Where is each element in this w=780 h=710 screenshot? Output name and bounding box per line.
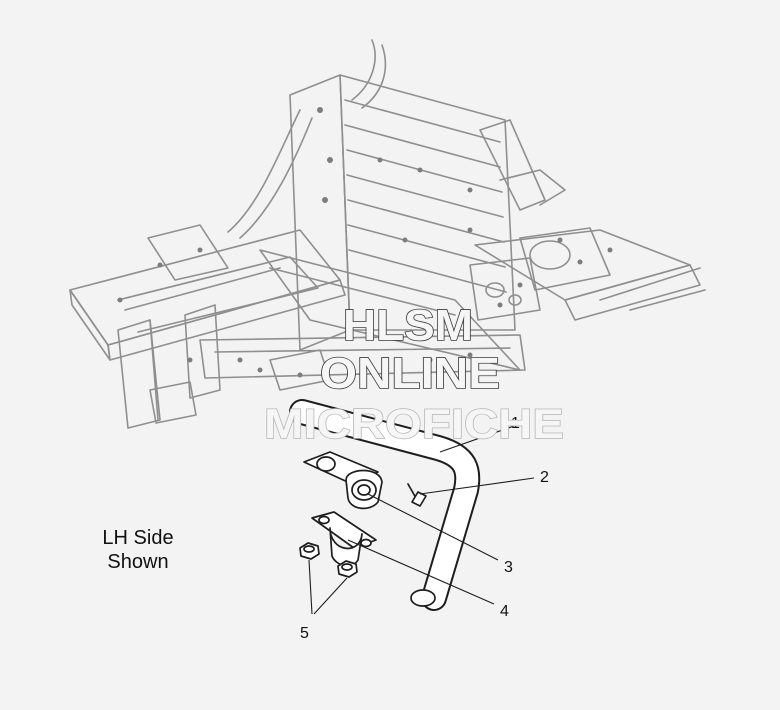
callout-4: 4 [500, 603, 509, 620]
leader-5a [308, 559, 313, 615]
watermark-line-2: ONLINE [320, 349, 500, 398]
callout-1: 1 [511, 415, 520, 432]
part-2-pin [407, 483, 427, 507]
callouts: 1 2 3 4 5 [300, 415, 549, 642]
leader-3 [367, 493, 499, 561]
part-3-clamp-bushing [303, 451, 383, 510]
callout-3: 3 [504, 559, 513, 576]
callout-5: 5 [300, 625, 309, 642]
watermark-line-1: HLSM [343, 301, 473, 350]
view-note: LH Side Shown [78, 526, 198, 574]
watermark-line-3: MICROFICHE [264, 400, 564, 447]
tractor-frame [69, 39, 706, 429]
leader-1 [439, 425, 515, 453]
leader-lines [308, 425, 535, 615]
view-note-line-2: Shown [107, 551, 169, 573]
watermark: HLSM ONLINE MICROFICHE [263, 300, 564, 448]
view-note-line-1: LH Side [102, 527, 174, 549]
part-4-saddle-bracket [311, 511, 377, 567]
part-1-curved-tube [289, 399, 481, 611]
leader-4 [347, 539, 495, 605]
leader-2 [419, 477, 535, 495]
part-5-nuts [299, 542, 358, 578]
callout-2: 2 [540, 469, 549, 486]
leader-5b [313, 577, 348, 615]
